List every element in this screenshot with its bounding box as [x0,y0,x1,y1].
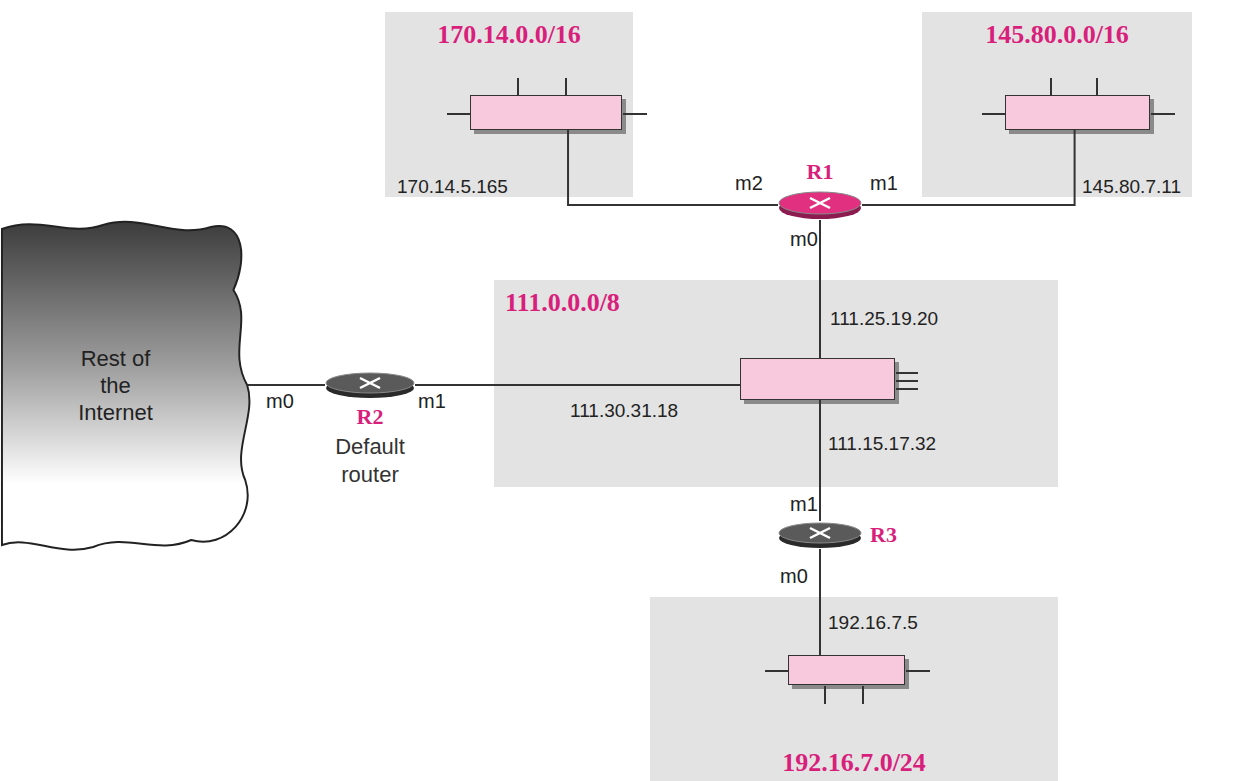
port-stub [896,372,918,374]
router-cross [360,378,380,388]
port-stub [1096,78,1098,96]
port-stub [824,686,826,704]
interface-name: m0 [790,228,818,250]
network-address: 192.16.7.0/24 [782,748,926,778]
router-name: R1 [807,160,834,184]
network-link [819,220,821,358]
network-region: 111.0.0.0/8 [494,280,1058,487]
interface-address: 111.25.19.20 [830,308,938,330]
router-icon [778,521,862,549]
interface-address: 170.14.5.165 [397,176,508,198]
router-icon [778,190,862,220]
network-link [819,400,821,521]
router-symbol: R2Default router [325,371,415,399]
router-top [326,373,414,393]
interface-name: m2 [735,172,763,194]
router-top [779,523,861,543]
port-stub [517,78,519,96]
router-cross [810,198,830,208]
port-stub [765,670,789,672]
network-address: 111.0.0.0/8 [505,288,620,318]
network-link [568,130,778,205]
network-address: 170.14.0.0/16 [437,20,581,50]
port-stub [1050,78,1052,96]
router-icon [325,371,415,399]
cloud-label: Rest of the Internet [78,345,153,426]
network-link [819,549,821,655]
interface-address: 111.30.31.18 [570,400,678,422]
network-region: 170.14.0.0/16 [385,12,633,197]
network-address: 145.80.0.0/16 [985,20,1129,50]
router-cross [810,528,830,538]
port-stub [896,380,918,382]
port-stub [447,113,471,115]
interface-name: m1 [418,390,446,412]
interface-name: m1 [870,172,898,194]
interface-name: m0 [266,390,294,412]
router-name: R3 [870,523,897,547]
cloud-outline [2,222,249,550]
router-role: Default router [335,433,405,489]
network-region: 145.80.0.0/16 [922,12,1192,197]
interface-address: 145.80.7.11 [1082,176,1181,198]
interface-name: m1 [790,493,818,515]
port-stub [906,670,930,672]
port-stub [1151,113,1175,115]
router-cross [810,198,830,208]
network-link [862,130,1075,205]
interface-name: m0 [780,565,808,587]
router-cross [360,378,380,388]
network-switch [740,358,895,400]
network-link [248,384,325,386]
network-switch [788,655,905,685]
port-stub [982,113,1006,115]
interface-address: 111.15.17.32 [828,433,936,455]
router-top [779,192,861,214]
router-name: R2 [357,405,384,429]
router-symbol: R1 [778,190,862,220]
network-switch [1005,95,1150,130]
router-symbol: R3 [778,521,862,549]
internet-cloud: Rest of the Internet [0,215,255,555]
port-stub [896,388,918,390]
network-link [415,384,740,386]
port-stub [623,113,647,115]
port-stub [565,78,567,96]
network-switch [470,95,622,130]
port-stub [862,686,864,704]
router-cross [810,528,830,538]
interface-address: 192.16.7.5 [828,612,918,634]
